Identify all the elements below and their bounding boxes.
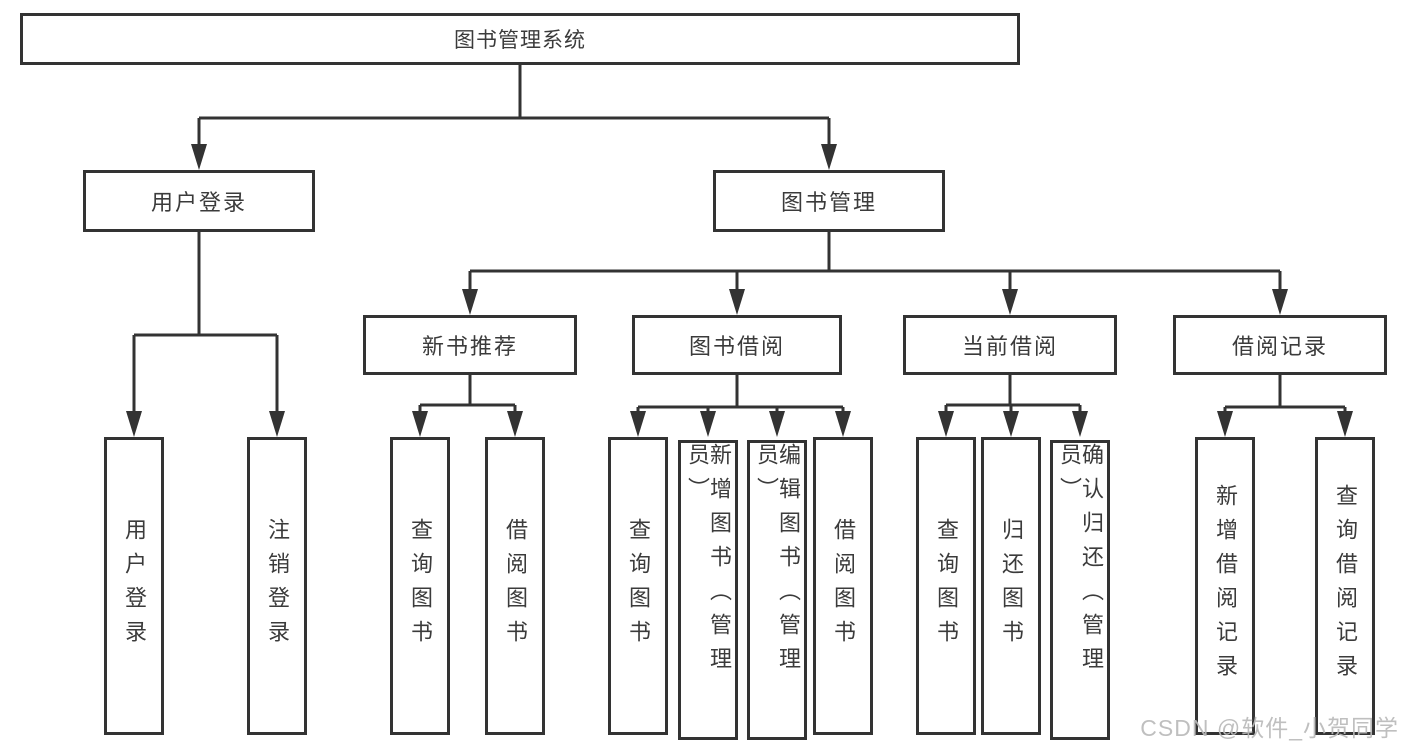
leaf-borrow-books: 借阅图书 [485,437,545,735]
node-library-management-system: 图书管理系统 [20,13,1020,65]
node-book-borrowing: 图书借阅 [632,315,842,375]
leaf-logout: 注销登录 [247,437,307,735]
node-borrowing-records: 借阅记录 [1173,315,1387,375]
node-label: 图书管理 [780,190,877,215]
leaf-add-borrow-record: 新增借阅记录 [1195,437,1255,735]
leaf-confirm-return-admin: 确认归还（管理员） [1050,440,1110,740]
leaf-query-books: 查询图书 [916,437,976,735]
node-user-login: 用户登录 [83,170,315,232]
node-label: 查询借阅记录 [1333,484,1358,688]
node-new-book-recommend: 新书推荐 [363,315,577,375]
leaf-query-books: 查询图书 [608,437,668,735]
node-label: 编辑图书（管理员） [754,443,801,681]
leaf-add-books-admin: 新增图书（管理员） [678,440,738,740]
arrowheads [126,144,1353,437]
leaf-query-borrow-record: 查询借阅记录 [1315,437,1375,735]
node-label: 借阅记录 [1231,334,1328,359]
node-label: 当前借阅 [961,334,1058,359]
node-label: 查询图书 [626,518,651,654]
node-label: 图书管理系统 [454,29,586,52]
node-label: 查询图书 [408,518,433,654]
leaf-return-books: 归还图书 [981,437,1041,735]
leaf-borrow-books: 借阅图书 [813,437,873,735]
node-label: 确认归还（管理员） [1057,443,1104,681]
node-label: 用户登录 [150,190,247,215]
watermark: CSDN @软件_小贺同学 [1140,715,1399,741]
node-label: 借阅图书 [831,518,856,654]
node-current-borrowing: 当前借阅 [903,315,1117,375]
leaf-query-books: 查询图书 [390,437,450,735]
node-label: 图书借阅 [688,334,785,359]
node-label: 用户登录 [122,518,147,654]
node-label: 注销登录 [265,518,290,654]
node-label: 查询图书 [934,518,959,654]
leaf-user-login: 用户登录 [104,437,164,735]
node-label: 借阅图书 [503,518,528,654]
node-label: 归还图书 [999,518,1024,654]
node-label: 新增借阅记录 [1213,484,1238,688]
leaf-edit-books-admin: 编辑图书（管理员） [747,440,807,740]
node-label: 新书推荐 [421,334,518,359]
node-book-management: 图书管理 [713,170,945,232]
node-label: 新增图书（管理员） [685,443,732,681]
